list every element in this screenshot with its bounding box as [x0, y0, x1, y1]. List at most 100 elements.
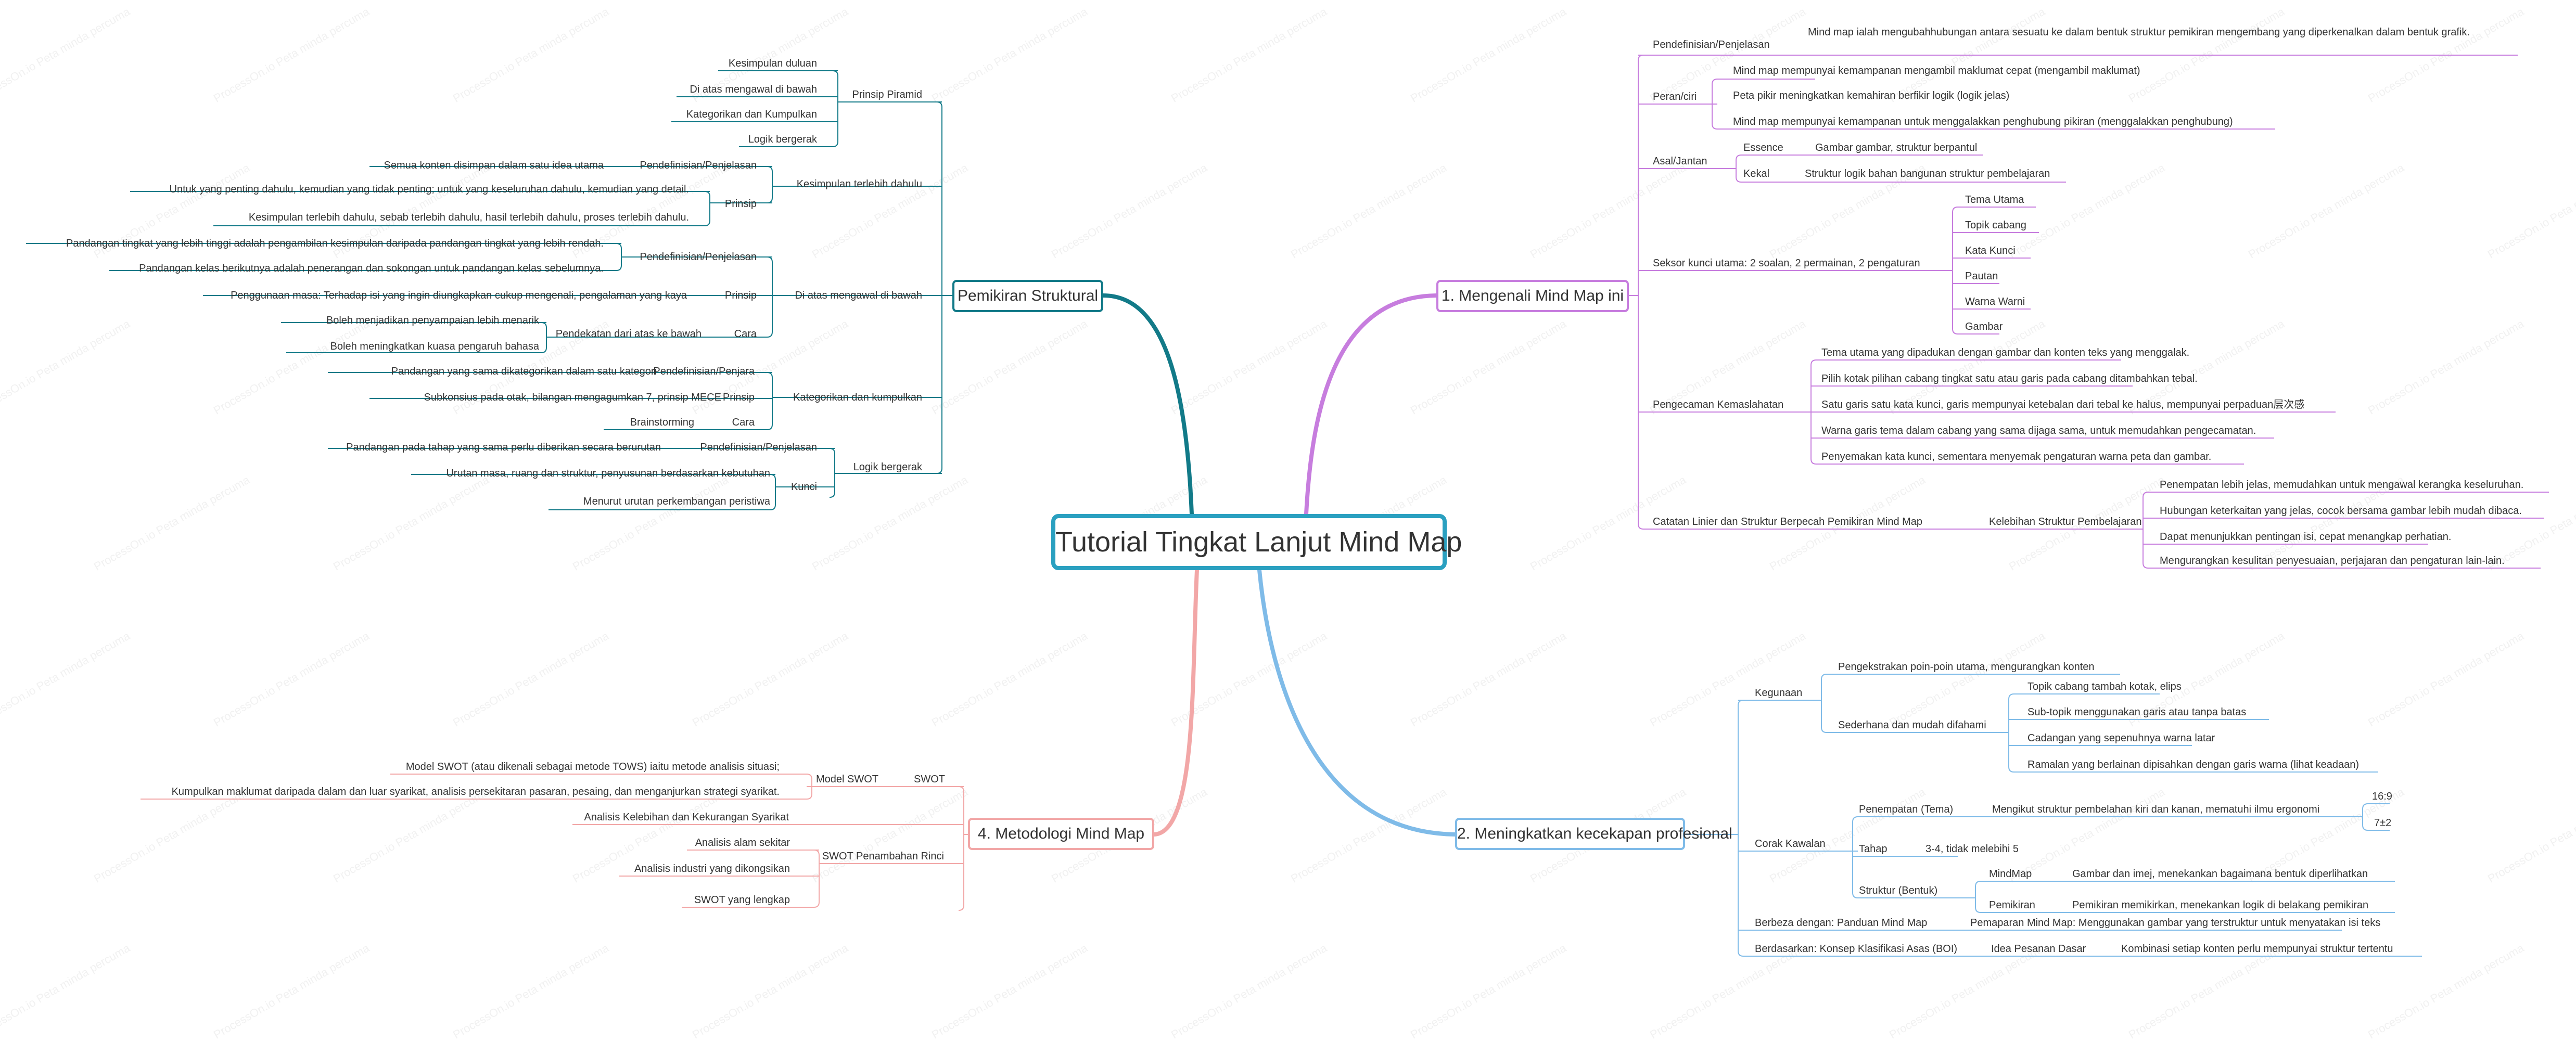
b4-kategorikan[interactable]: Kategorikan dan kumpulkan	[793, 392, 922, 403]
b3-model-swot[interactable]: Model SWOT	[815, 774, 878, 785]
b4-diatas-pendefinisian[interactable]: Pendefinisian/Penjelasan	[640, 251, 757, 263]
b2-mindmap[interactable]: MindMap	[1989, 868, 2032, 880]
b1-pengecaman-item-2[interactable]: Pilih kotak pilihan cabang tingkat satu …	[1821, 373, 2198, 384]
b3-swot-rinci[interactable]: SWOT Penambahan Rinci	[822, 851, 944, 862]
b1-kelebihan-item-4[interactable]: Mengurangkan kesulitan penyesuaian, perj…	[2160, 555, 2505, 567]
b4-kesimpulan[interactable]: Kesimpulan terlebih dahulu	[796, 178, 922, 190]
main-topic-mengenali[interactable]: 1. Mengenali Mind Map ini	[1436, 280, 1629, 312]
b4-kategorikan-cara[interactable]: Cara	[732, 417, 755, 428]
b4-kunci-item-2[interactable]: Menurut urutan perkembangan peristiwa	[583, 496, 770, 507]
b2-penempatan-text[interactable]: Mengikut struktur pembelahan kiri dan ka…	[1992, 804, 2320, 815]
b4-logik[interactable]: Logik bergerak	[853, 461, 922, 473]
b2-idea-text[interactable]: Kombinasi setiap konten perlu mempunyai …	[2121, 943, 2393, 955]
b4-brainstorming[interactable]: Brainstorming	[630, 417, 694, 428]
b1-seksor-item-4[interactable]: Pautan	[1965, 271, 1998, 282]
b1-pengecaman-item-3[interactable]: Satu garis satu kata kunci, garis mempun…	[1821, 399, 2305, 410]
b2-ratio-7-2[interactable]: 7±2	[2374, 817, 2392, 829]
b4-piramid-item-4[interactable]: Logik bergerak	[748, 134, 817, 145]
b4-logik-def[interactable]: Pandangan pada tahap yang sama perlu dib…	[346, 442, 661, 453]
b4-kesimpulan-pendefinisian[interactable]: Pendefinisian/Penjelasan	[640, 160, 757, 171]
b2-berdasarkan[interactable]: Berdasarkan: Konsep Klasifikasi Asas (BO…	[1755, 943, 1958, 955]
b4-piramid-item-2[interactable]: Di atas mengawal di bawah	[690, 84, 817, 95]
b3-swot-rinci-item-2[interactable]: Analisis industri yang dikongsikan	[634, 863, 790, 874]
b1-peran-item-1[interactable]: Mind map mempunyai kemampanan mengambil …	[1733, 65, 2140, 76]
b1-kelebihan[interactable]: Kelebihan Struktur Pembelajaran	[1989, 516, 2142, 528]
central-topic[interactable]: Tutorial Tingkat Lanjut Mind Map	[1051, 514, 1462, 570]
b2-mindmap-text[interactable]: Gambar dan imej, menekankan bagaimana be…	[2072, 868, 2368, 880]
b3-model-swot-item-2[interactable]: Kumpulkan maklumat daripada dalam dan lu…	[171, 786, 780, 797]
main-topic-pemikiran-struktural[interactable]: Pemikiran Struktural	[952, 280, 1103, 312]
b1-seksor-item-6[interactable]: Gambar	[1965, 321, 2003, 332]
b1-pendefinisian[interactable]: Pendefinisian/Penjelasan	[1653, 39, 1770, 50]
b4-kategorikan-prinsip[interactable]: Prinsip	[722, 392, 755, 403]
b2-kegunaan-a[interactable]: Pengekstrakan poin-poin utama, mengurang…	[1838, 661, 2095, 673]
b4-diatas-def-2[interactable]: Pandangan kelas berikutnya adalah penera…	[139, 263, 604, 274]
b4-diatas-cara[interactable]: Cara	[734, 328, 757, 340]
b1-pengecaman[interactable]: Pengecaman Kemaslahatan	[1653, 399, 1784, 410]
b2-corak[interactable]: Corak Kawalan	[1755, 838, 1826, 850]
b2-kegunaan[interactable]: Kegunaan	[1755, 687, 1803, 699]
b1-peran[interactable]: Peran/ciri	[1653, 91, 1697, 102]
b2-pemikiran-text[interactable]: Pemikiran memikirkan, menekankan logik d…	[2072, 899, 2369, 911]
b1-kekal[interactable]: Kekal	[1743, 168, 1770, 179]
b1-kelebihan-item-3[interactable]: Dapat menunjukkan pentingan isi, cepat m…	[2160, 531, 2452, 543]
b2-penempatan[interactable]: Penempatan (Tema)	[1859, 804, 1954, 815]
b2-kegunaan-b[interactable]: Sederhana dan mudah difahami	[1838, 719, 1986, 731]
b2-berbeza-text[interactable]: Pemaparan Mind Map: Menggunakan gambar y…	[1970, 917, 2381, 929]
b1-asal[interactable]: Asal/Jantan	[1653, 156, 1707, 167]
b4-pendekatan-item-2[interactable]: Boleh meningkatkan kuasa pengaruh bahasa	[330, 341, 539, 352]
b1-pendefinisian-text[interactable]: Mind map ialah mengubahhubungan antara s…	[1808, 27, 2470, 38]
b3-swot-rinci-item-1[interactable]: Analisis alam sekitar	[695, 837, 790, 848]
b4-piramid-item-3[interactable]: Kategorikan dan Kumpulkan	[686, 109, 817, 120]
b2-pemikiran[interactable]: Pemikiran	[1989, 899, 2035, 911]
b1-pengecaman-item-1[interactable]: Tema utama yang dipadukan dengan gambar …	[1821, 347, 2190, 358]
b1-seksor-item-5[interactable]: Warna Warni	[1965, 296, 2025, 307]
b1-catatan[interactable]: Catatan Linier dan Struktur Berpecah Pem…	[1653, 516, 1923, 528]
b4-pendekatan[interactable]: Pendekatan dari atas ke bawah	[555, 328, 702, 340]
b4-kesimpulan-prinsip-2[interactable]: Kesimpulan terlebih dahulu, sebab terleb…	[248, 212, 689, 223]
b1-essence[interactable]: Essence	[1743, 142, 1783, 153]
b2-ratio-16-9[interactable]: 16:9	[2372, 791, 2392, 802]
b3-swot[interactable]: SWOT	[914, 774, 945, 785]
b4-pendekatan-item-1[interactable]: Boleh menjadikan penyampaian lebih menar…	[326, 315, 539, 326]
b1-peran-item-3[interactable]: Mind map mempunyai kemampanan untuk meng…	[1733, 116, 2233, 127]
b4-prinsip-piramid[interactable]: Prinsip Piramid	[852, 89, 922, 100]
b2-kegunaan-b-item-3[interactable]: Cadangan yang sepenuhnya warna latar	[2027, 732, 2215, 744]
b4-kategorikan-prinsip-text[interactable]: Subkonsius pada otak, bilangan mengagumk…	[424, 392, 721, 403]
b1-kekal-text[interactable]: Struktur logik bahan bangunan struktur p…	[1805, 168, 2050, 179]
b1-kelebihan-item-1[interactable]: Penempatan lebih jelas, memudahkan untuk…	[2160, 479, 2524, 491]
b4-kesimpulan-prinsip[interactable]: Prinsip	[724, 198, 757, 210]
b4-kunci-item-1[interactable]: Urutan masa, ruang dan struktur, penyusu…	[446, 468, 770, 479]
b1-pengecaman-item-5[interactable]: Penyemakan kata kunci, sementara menyema…	[1821, 451, 2212, 462]
b1-seksor-item-2[interactable]: Topik cabang	[1965, 220, 2026, 231]
b4-kesimpulan-def[interactable]: Semua konten disimpan dalam satu idea ut…	[384, 160, 604, 171]
b4-kategorikan-def[interactable]: Pandangan yang sama dikategorikan dalam …	[391, 366, 657, 377]
b2-berbeza[interactable]: Berbeza dengan: Panduan Mind Map	[1755, 917, 1928, 929]
b4-piramid-item-1[interactable]: Kesimpulan duluan	[728, 58, 817, 69]
b1-seksor[interactable]: Seksor kunci utama: 2 soalan, 2 permaina…	[1653, 258, 1920, 269]
b4-logik-pendefinisian[interactable]: Pendefinisian/Penjelasan	[700, 442, 817, 453]
b4-kesimpulan-prinsip-1[interactable]: Untuk yang penting dahulu, kemudian yang…	[169, 184, 689, 195]
b2-kegunaan-b-item-1[interactable]: Topik cabang tambah kotak, elips	[2027, 681, 2182, 692]
b1-kelebihan-item-2[interactable]: Hubungan keterkaitan yang jelas, cocok b…	[2160, 505, 2522, 517]
b4-diatas-prinsip[interactable]: Prinsip	[724, 290, 757, 301]
b1-peran-item-2[interactable]: Peta pikir meningkatkan kemahiran berfik…	[1733, 90, 2010, 101]
b1-seksor-item-3[interactable]: Kata Kunci	[1965, 245, 2016, 256]
b2-kegunaan-b-item-2[interactable]: Sub-topik menggunakan garis atau tanpa b…	[2027, 706, 2247, 718]
b2-tahap[interactable]: Tahap	[1859, 843, 1888, 855]
b1-essence-text[interactable]: Gambar gambar, struktur berpantul	[1815, 142, 1978, 153]
b2-kegunaan-b-item-4[interactable]: Ramalan yang berlainan dipisahkan dengan…	[2027, 759, 2360, 770]
b4-diatas[interactable]: Di atas mengawal di bawah	[795, 290, 922, 301]
b4-diatas-def-1[interactable]: Pandangan tingkat yang lebih tinggi adal…	[66, 238, 604, 249]
b3-swot-rinci-item-3[interactable]: SWOT yang lengkap	[694, 894, 790, 906]
b2-idea[interactable]: Idea Pesanan Dasar	[1991, 943, 2086, 955]
b4-kategorikan-pendefinisian[interactable]: Pendefinisian/Penjara	[653, 366, 755, 377]
b1-seksor-item-1[interactable]: Tema Utama	[1965, 194, 2024, 205]
b4-diatas-prinsip-text[interactable]: Penggunaan masa: Terhadap isi yang ingin…	[231, 290, 687, 301]
main-topic-metodologi[interactable]: 4. Metodologi Mind Map	[968, 818, 1154, 850]
b2-struktur[interactable]: Struktur (Bentuk)	[1859, 885, 1938, 896]
b2-tahap-text[interactable]: 3-4, tidak melebihi 5	[1925, 843, 2019, 855]
b1-pengecaman-item-4[interactable]: Warna garis tema dalam cabang yang sama …	[1821, 425, 2256, 436]
b3-analisis-kelebihan[interactable]: Analisis Kelebihan dan Kekurangan Syarik…	[584, 812, 789, 823]
main-topic-kecekapan[interactable]: 2. Meningkatkan kecekapan profesional	[1455, 818, 1732, 850]
